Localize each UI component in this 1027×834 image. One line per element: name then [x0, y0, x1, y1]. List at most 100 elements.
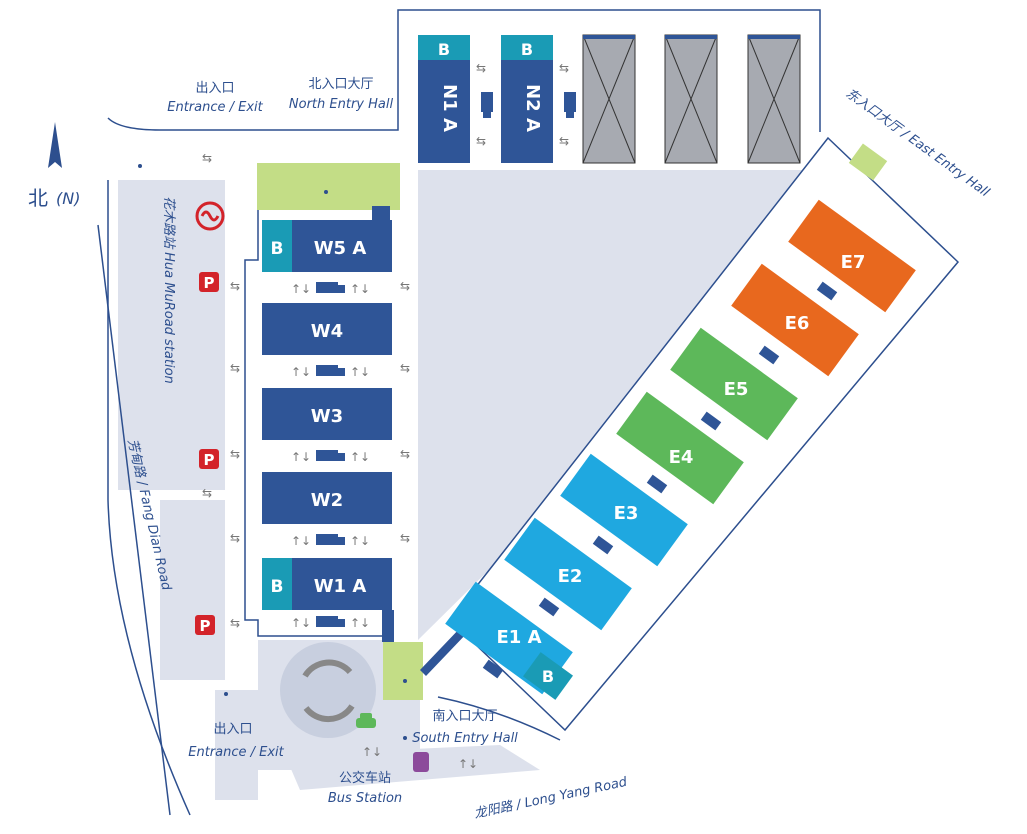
hall-e3[interactable] — [560, 453, 688, 567]
west-complex-boundary — [244, 210, 382, 637]
hall-w4-label: W4 — [311, 321, 343, 342]
svg-text:↑↓: ↑↓ — [291, 365, 311, 379]
svg-text:↑↓: ↑↓ — [350, 282, 370, 296]
svg-text:↑↓: ↑↓ — [350, 534, 370, 548]
hall-w1-b[interactable] — [262, 558, 292, 610]
hall-n1-label: N1 A — [439, 84, 460, 132]
hall-n2-b-label: B — [521, 40, 533, 59]
hall-w3[interactable] — [262, 388, 392, 440]
svg-text:⇆: ⇆ — [400, 531, 410, 545]
north-entry-hall[interactable] — [257, 163, 400, 210]
parking-icon-2 — [199, 449, 219, 469]
svg-text:↑↓: ↑↓ — [458, 757, 478, 771]
arrow-n-3: ⇆ — [559, 61, 569, 75]
hall-unused-2 — [664, 34, 718, 164]
south-entry-hall[interactable] — [383, 642, 423, 700]
hall-w5-label: W5 A — [314, 238, 367, 259]
station-label: 花木路站 Hua MuRoad station — [161, 196, 176, 384]
svg-text:⇆: ⇆ — [400, 279, 410, 293]
north-truck-2 — [564, 92, 576, 118]
east-entry-hall[interactable] — [848, 143, 888, 181]
bus-station-cn: 公交车站 — [339, 770, 391, 786]
svg-text:↑↓: ↑↓ — [291, 616, 311, 630]
north-hall-en: North Entry Hall — [289, 97, 394, 112]
west-road-bottom — [215, 690, 258, 800]
north-entrance-dot — [138, 164, 142, 168]
compass-n: (N) — [56, 189, 80, 208]
hall-w1-label: W1 A — [314, 576, 367, 597]
hall-e5-label: E5 — [724, 379, 749, 400]
hall-n1-b[interactable] — [418, 35, 470, 60]
hall-e7-label: E7 — [841, 252, 866, 273]
west-road-lower — [160, 500, 225, 680]
hall-e1-label: E1 A — [496, 627, 541, 648]
parking-icon-1 — [199, 272, 219, 292]
metro-icon — [195, 201, 225, 231]
arrow-n-1: ⇆ — [476, 61, 486, 75]
north-truck-1 — [481, 92, 493, 118]
hall-unused-3 — [747, 34, 801, 164]
arrow-n-4: ⇆ — [559, 134, 569, 148]
svg-text:↑↓: ↑↓ — [291, 450, 311, 464]
hall-n2-label: N2 A — [522, 84, 543, 132]
hall-w4[interactable] — [262, 303, 392, 355]
hall-e1-b[interactable] — [523, 652, 573, 700]
bus-station-en: Bus Station — [328, 791, 402, 806]
hall-e4-label: E4 — [669, 447, 694, 468]
hall-w5-tab — [372, 206, 390, 222]
bus-road — [285, 745, 540, 790]
hall-e2[interactable] — [504, 517, 632, 631]
compass: 北 (N) — [28, 122, 80, 210]
svg-text:⇆: ⇆ — [230, 361, 240, 375]
boundary-lines — [97, 9, 821, 816]
north-halls: B N1 A B N2 A ⇆ — [418, 34, 801, 164]
svg-text:↑↓: ↑↓ — [291, 282, 311, 296]
hall-w1-b-label: B — [271, 577, 284, 597]
hall-unused-1 — [582, 34, 636, 164]
svg-text:↑↓: ↑↓ — [362, 745, 382, 759]
hall-e6-label: E6 — [785, 313, 810, 334]
west-boundary — [97, 224, 171, 816]
north-hall-cn: 北入口大厅 — [308, 77, 373, 92]
svg-text:↑↓: ↑↓ — [350, 365, 370, 379]
south-hall-en: South Entry Hall — [412, 731, 518, 746]
bus-icon — [413, 752, 429, 772]
hall-e3-label: E3 — [614, 503, 639, 524]
hall-w5-b[interactable] — [262, 220, 292, 272]
hall-e7[interactable] — [788, 199, 916, 313]
east-halls: B E1 A E2 E3 E4 E5 E6 E7 — [445, 199, 916, 700]
hall-w3-label: W3 — [311, 406, 343, 427]
roundabout — [280, 642, 376, 738]
west-road-upper — [118, 180, 225, 490]
south-entrance-dot — [224, 692, 228, 696]
svg-text:⇆: ⇆ — [202, 486, 212, 500]
hall-e4[interactable] — [616, 391, 744, 505]
svg-text:↑↓: ↑↓ — [350, 450, 370, 464]
svg-text:⇆: ⇆ — [400, 361, 410, 375]
north-boundary — [107, 9, 821, 132]
north-arrow-icon — [48, 122, 62, 168]
hall-e5[interactable] — [670, 327, 798, 441]
hall-n1-b-label: B — [438, 40, 450, 59]
south-entry-dot — [403, 679, 407, 683]
arrow-n-2: ⇆ — [476, 134, 486, 148]
svg-text:↑↓: ↑↓ — [291, 534, 311, 548]
svg-text:⇆: ⇆ — [230, 616, 240, 630]
north-entrance-en: Entrance / Exit — [167, 100, 263, 115]
long-yang-road-label: 龙阳路 / Long Yang Road — [473, 775, 629, 822]
w1-connector — [382, 610, 394, 642]
svg-text:⇆: ⇆ — [230, 279, 240, 293]
parking-icon-3 — [195, 615, 215, 635]
hall-n2-b[interactable] — [501, 35, 553, 60]
svg-text:P: P — [200, 617, 211, 635]
hall-w2[interactable] — [262, 472, 392, 524]
west-boundary-2 — [107, 180, 191, 816]
svg-text:⇆: ⇆ — [400, 447, 410, 461]
south-entrance-en: Entrance / Exit — [188, 745, 284, 760]
south-hall-cn: 南入口大厅 — [432, 708, 497, 724]
hall-w2-label: W2 — [311, 490, 343, 511]
hall-w5-b-label: B — [271, 239, 284, 259]
hall-e6[interactable] — [731, 263, 859, 377]
svg-text:P: P — [204, 451, 215, 469]
svg-text:P: P — [204, 274, 215, 292]
